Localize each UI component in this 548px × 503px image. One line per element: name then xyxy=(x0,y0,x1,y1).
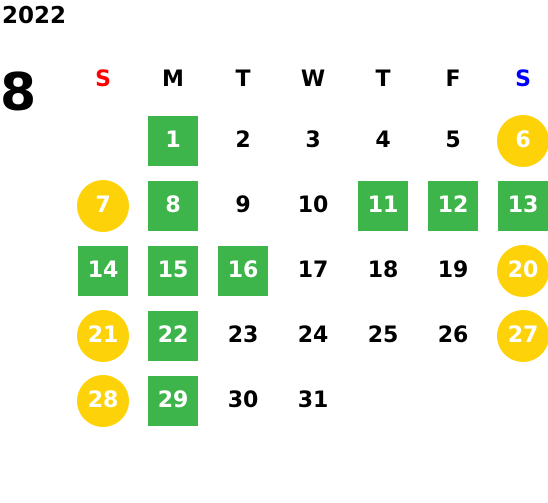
day-number: 24 xyxy=(297,322,329,348)
day-number: 12 xyxy=(428,180,478,231)
day-number: 29 xyxy=(148,375,198,426)
day-number: 15 xyxy=(148,245,198,296)
day-number: 16 xyxy=(218,245,268,296)
day-cell[interactable]: 18 xyxy=(348,238,418,303)
day-cell[interactable]: 22 xyxy=(138,303,208,368)
month-label: 8 xyxy=(0,63,37,123)
weekday-header: W xyxy=(300,67,326,92)
weekday-header: T xyxy=(235,67,251,92)
day-number: 13 xyxy=(498,180,548,231)
day-number: 14 xyxy=(78,245,128,296)
day-cell[interactable]: 25 xyxy=(348,303,418,368)
day-cell[interactable]: 4 xyxy=(348,108,418,173)
day-number: 11 xyxy=(358,180,408,231)
day-number: 9 xyxy=(235,192,251,218)
day-cell[interactable]: 15 xyxy=(138,238,208,303)
day-number: 27 xyxy=(497,309,548,362)
day-cell[interactable]: 8 xyxy=(138,173,208,238)
day-cell[interactable]: 11 xyxy=(348,173,418,238)
day-number: 22 xyxy=(148,310,198,361)
day-cell[interactable]: 20 xyxy=(488,238,548,303)
day-number: 21 xyxy=(77,309,129,362)
day-cell[interactable]: 1 xyxy=(138,108,208,173)
day-cell[interactable]: 5 xyxy=(418,108,488,173)
day-cell[interactable]: 6 xyxy=(488,108,548,173)
day-number: 18 xyxy=(367,257,399,283)
day-cell[interactable]: 12 xyxy=(418,173,488,238)
day-number: 23 xyxy=(227,322,259,348)
day-number: 25 xyxy=(367,322,399,348)
weekday-header: S xyxy=(515,67,531,92)
weekday-header: T xyxy=(375,67,391,92)
day-number: 17 xyxy=(297,257,329,283)
day-cell[interactable]: 10 xyxy=(278,173,348,238)
day-cell[interactable]: 30 xyxy=(208,368,278,433)
day-number: 19 xyxy=(437,257,469,283)
day-cell[interactable]: 31 xyxy=(278,368,348,433)
day-number: 28 xyxy=(77,374,129,427)
day-number: 3 xyxy=(305,127,321,153)
day-cell[interactable]: 14 xyxy=(68,238,138,303)
day-cell[interactable]: 21 xyxy=(68,303,138,368)
day-cell[interactable]: 19 xyxy=(418,238,488,303)
day-number: 26 xyxy=(437,322,469,348)
weekday-header: M xyxy=(162,67,184,92)
weekday-header: F xyxy=(445,67,461,92)
day-cell[interactable]: 17 xyxy=(278,238,348,303)
weekday-header: S xyxy=(95,67,111,92)
day-number: 1 xyxy=(148,115,198,166)
day-cell[interactable]: 27 xyxy=(488,303,548,368)
day-cell[interactable]: 2 xyxy=(208,108,278,173)
day-number: 4 xyxy=(375,127,391,153)
day-number: 2 xyxy=(235,127,251,153)
day-cell[interactable]: 26 xyxy=(418,303,488,368)
day-number: 20 xyxy=(497,244,548,297)
day-cell[interactable]: 23 xyxy=(208,303,278,368)
day-number: 30 xyxy=(227,387,259,413)
day-number: 7 xyxy=(77,179,129,232)
day-number: 10 xyxy=(297,192,329,218)
day-number: 6 xyxy=(497,114,548,167)
day-number: 31 xyxy=(297,387,329,413)
day-number: 8 xyxy=(148,180,198,231)
day-cell[interactable]: 16 xyxy=(208,238,278,303)
day-number: 5 xyxy=(445,127,461,153)
day-cell[interactable]: 9 xyxy=(208,173,278,238)
day-cell[interactable]: 28 xyxy=(68,368,138,433)
day-cell[interactable]: 3 xyxy=(278,108,348,173)
day-cell[interactable]: 24 xyxy=(278,303,348,368)
day-cell[interactable]: 13 xyxy=(488,173,548,238)
year-label: 2022 xyxy=(2,3,67,29)
day-cell[interactable]: 29 xyxy=(138,368,208,433)
day-cell[interactable]: 7 xyxy=(68,173,138,238)
